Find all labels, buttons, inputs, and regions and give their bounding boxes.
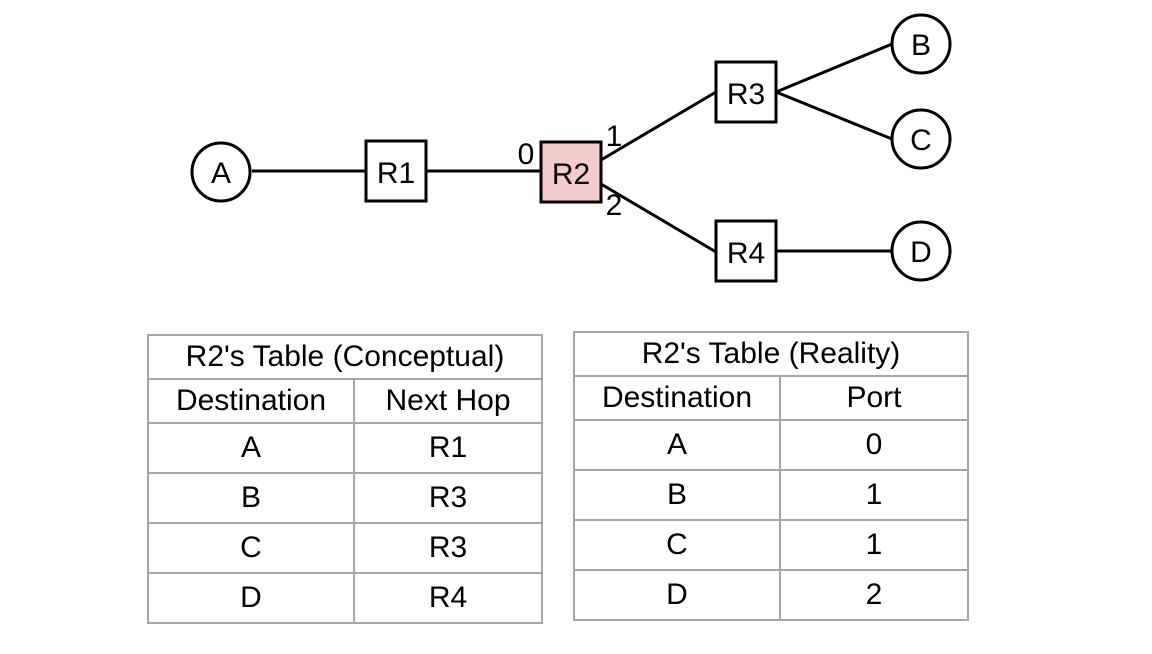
- port-1-label: 1: [606, 120, 623, 153]
- host-d-label: D: [910, 236, 932, 269]
- host-d: D: [890, 220, 952, 282]
- table-row: D R4: [147, 572, 543, 624]
- table-cell: B: [147, 472, 355, 524]
- network-diagram: A B C D R1 R2 R3 R4 0 1 2: [190, 13, 952, 283]
- router-r1: R1: [364, 139, 428, 203]
- table-cell: D: [147, 572, 355, 624]
- host-a: A: [190, 141, 252, 203]
- router-r3-label: R3: [727, 78, 765, 111]
- port-0-label: 0: [518, 138, 535, 171]
- host-c-label: C: [910, 124, 932, 157]
- table-cell: 1: [779, 519, 969, 571]
- table-cell: 0: [779, 419, 969, 471]
- host-b-label: B: [911, 29, 931, 62]
- table-row: D 2: [573, 569, 969, 621]
- table-cell: D: [573, 569, 781, 621]
- table-title: R2's Table (Reality): [573, 331, 969, 377]
- table-row: A 0: [573, 419, 969, 471]
- table-row: B R3: [147, 472, 543, 524]
- table-row: C 1: [573, 519, 969, 571]
- host-a-label: A: [211, 157, 231, 190]
- column-header: Port: [779, 375, 969, 421]
- table-cell: 2: [779, 569, 969, 621]
- table-cell: B: [573, 469, 781, 521]
- link-r2-r3: [600, 90, 717, 162]
- table-cell: C: [573, 519, 781, 571]
- link-r2-r4: [600, 182, 717, 254]
- link-r3-b: [775, 42, 893, 94]
- port-2-label: 2: [606, 189, 623, 222]
- router-r1-label: R1: [377, 157, 415, 190]
- table-row: B 1: [573, 469, 969, 521]
- router-r2-label: R2: [552, 158, 590, 191]
- host-b: B: [890, 13, 952, 75]
- column-header: Destination: [147, 378, 355, 424]
- link-r3-c: [775, 90, 893, 141]
- table-title: R2's Table (Conceptual): [147, 334, 543, 380]
- table-cell: 1: [779, 469, 969, 521]
- table-cell: R3: [353, 522, 543, 574]
- column-header: Next Hop: [353, 378, 543, 424]
- table-cell: R1: [353, 422, 543, 474]
- table-cell: A: [147, 422, 355, 474]
- table-row: C R3: [147, 522, 543, 574]
- router-r3: R3: [714, 60, 778, 124]
- column-header: Destination: [573, 375, 781, 421]
- router-r4: R4: [714, 219, 778, 283]
- table-cell: A: [573, 419, 781, 471]
- table-cell: C: [147, 522, 355, 574]
- table-row: A R1: [147, 422, 543, 474]
- reality-routing-table: R2's Table (Reality) Destination Port A …: [573, 331, 969, 621]
- table-cell: R4: [353, 572, 543, 624]
- host-c: C: [890, 108, 952, 170]
- router-r2: R2: [539, 140, 603, 204]
- router-r4-label: R4: [727, 237, 765, 270]
- conceptual-routing-table: R2's Table (Conceptual) Destination Next…: [147, 334, 543, 624]
- table-cell: R3: [353, 472, 543, 524]
